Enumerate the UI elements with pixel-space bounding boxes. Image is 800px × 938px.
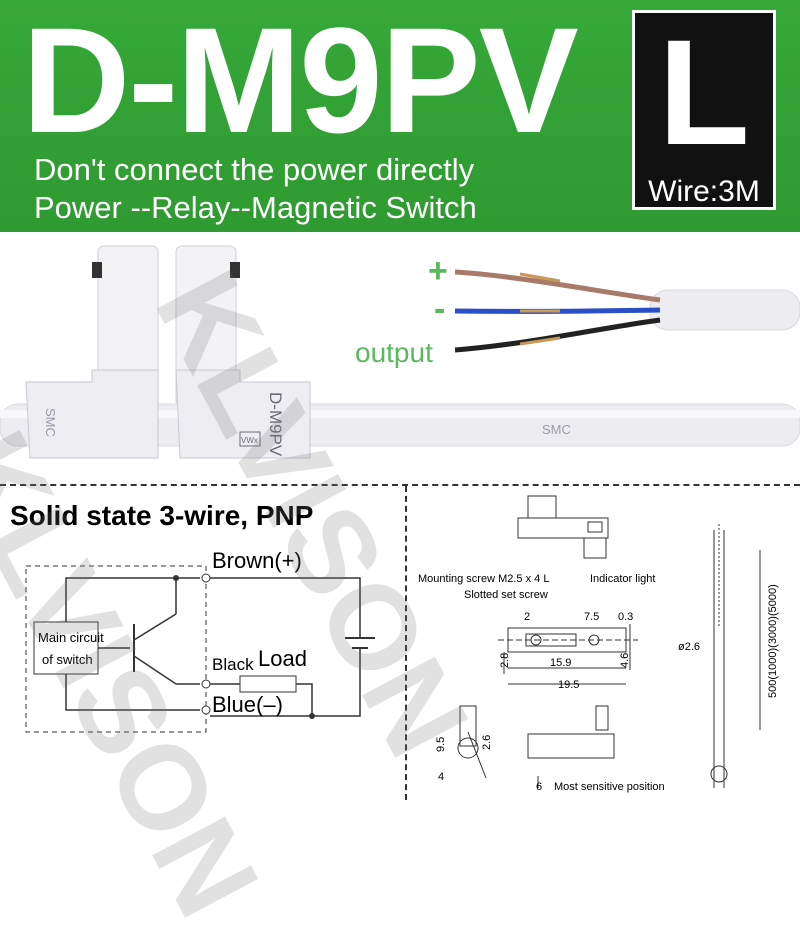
brown-wire (454, 269, 661, 303)
header-banner: D-M9PV L Wire:3M Don't connect the power… (0, 0, 800, 232)
slotted-set-screw-label: Slotted set screw (464, 589, 548, 601)
load-resistor (239, 675, 297, 693)
body-marking: D-M9PV (266, 392, 285, 457)
most-sensitive-label: Most sensitive position (554, 781, 665, 793)
circuit-title: Solid state 3-wire, PNP (10, 500, 314, 531)
dim-7-5: 7.5 (584, 611, 599, 623)
dim-0-3: 0.3 (618, 611, 633, 623)
dim-4: 4 (438, 771, 444, 783)
output-label: output (355, 337, 433, 368)
product-photo-drawing: + - output SMC D-M9PV VWx SMC (0, 232, 800, 484)
dim-4-6: 4.6 (619, 653, 631, 668)
minus-label: - (434, 290, 445, 328)
switch-body-left: SMC (25, 245, 159, 459)
variant-letter: L (658, 8, 750, 176)
warning-line-1: Don't connect the power directly (34, 152, 475, 187)
dim-dia-2-6: ø2.6 (678, 641, 700, 653)
section-divider-vertical (405, 486, 407, 800)
dim-9-5: 9.5 (435, 737, 447, 752)
product-photo: + - output SMC D-M9PV VWx SMC (0, 232, 800, 484)
section-divider-horizontal (0, 484, 800, 486)
blue-wire (454, 307, 661, 314)
mounting-screw-label: Mounting screw M2.5 x 4 L (418, 573, 549, 585)
cable-length: 500(1000)(3000)(5000) (767, 584, 779, 698)
body-logo: SMC (43, 408, 58, 437)
warning-line-2: Power --Relay--Magnetic Switch (34, 190, 477, 225)
dim-19-5: 19.5 (558, 679, 579, 691)
dim-6: 6 (536, 781, 542, 793)
load-label: Load (258, 646, 307, 671)
black-wire (454, 317, 661, 353)
dim-2: 2 (524, 611, 530, 623)
body-mark-small: VWx (241, 436, 258, 445)
dim-2-8: 2.8 (499, 653, 511, 668)
blue-label: Blue(–) (212, 692, 283, 717)
switch-body-right: D-M9PV VWx (175, 245, 311, 459)
main-circuit-label-2: of switch (42, 652, 93, 667)
wire-length: Wire:3M (648, 175, 760, 208)
dim-2-6: 2.6 (481, 735, 493, 750)
dim-15-9: 15.9 (550, 657, 571, 669)
indicator-light-label: Indicator light (590, 573, 655, 585)
dimension-drawing: 500(1000)(3000)(5000) ø2.6 Mounting scre… (418, 495, 779, 793)
switch-enclosure (25, 565, 207, 733)
variant-box: L Wire:3M (632, 10, 776, 210)
plus-label: + (428, 252, 448, 290)
brown-label: Brown(+) (212, 548, 302, 573)
cable-end (649, 289, 800, 331)
black-label: Black (212, 655, 254, 674)
main-circuit-label-1: Main circuit (38, 630, 104, 645)
cable-brand: SMC (542, 422, 571, 437)
circuit-diagram: Main circuit of switch Brown(+) Black Lo… (25, 548, 375, 733)
model-number: D-M9PV (22, 0, 579, 164)
